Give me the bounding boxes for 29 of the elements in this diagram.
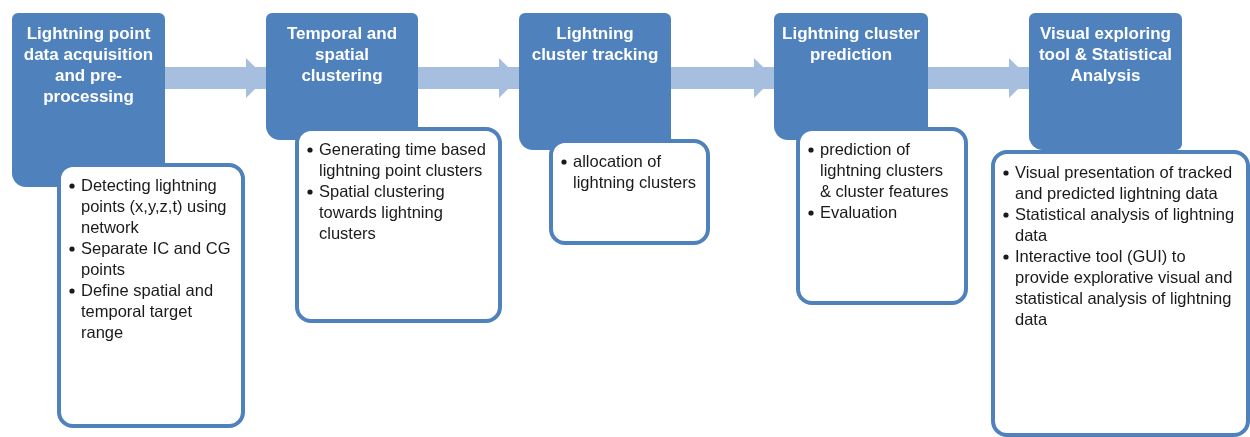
bullet-item: Detecting lightning points (x,y,z,t) using network (81, 176, 227, 236)
block-arrow (671, 58, 774, 98)
block-arrow (418, 58, 519, 98)
step-title: Lightning point data acquisition and pre-processing (22, 23, 155, 107)
step-title: Visual exploring tool & Statistical Analysis (1037, 23, 1174, 86)
bullet-item: allocation of lightning clusters (573, 152, 696, 191)
bullet-item: Separate IC and CG points (81, 239, 231, 278)
step-header-box (519, 13, 671, 150)
step-detail-box (549, 139, 710, 245)
step-detail-box (295, 127, 502, 323)
block-arrow (165, 58, 266, 98)
bullet-item: Generating time based lightning point clusters (319, 140, 486, 179)
bullet-item: Define spatial and temporal target range (81, 281, 214, 341)
step-title: Lightning cluster tracking (530, 23, 660, 65)
step-title: Temporal and spatial clustering (285, 23, 399, 86)
bullet-item: Interactive tool (GUI) to provide explorative visual and statistical analysis of lightning data (1015, 247, 1233, 328)
step-detail-box (991, 150, 1250, 437)
step-detail-box (796, 127, 968, 305)
bullet-item: Spatial clustering towards lightning clusters (319, 182, 445, 242)
step-title: Lightning cluster prediction (782, 23, 920, 65)
bullet-item: Statistical analysis of lightning data (1015, 205, 1235, 244)
step-header-box (1029, 13, 1182, 150)
block-arrow (928, 58, 1029, 98)
step-header-box (774, 13, 928, 140)
step-header-box (266, 13, 418, 140)
bullet-item: prediction of lightning clusters & cluster features (820, 140, 949, 200)
step-detail-box (57, 163, 245, 428)
bullet-item: Evaluation (820, 203, 898, 221)
bullet-item: Visual presentation of tracked and predicted lightning data (1015, 163, 1233, 202)
